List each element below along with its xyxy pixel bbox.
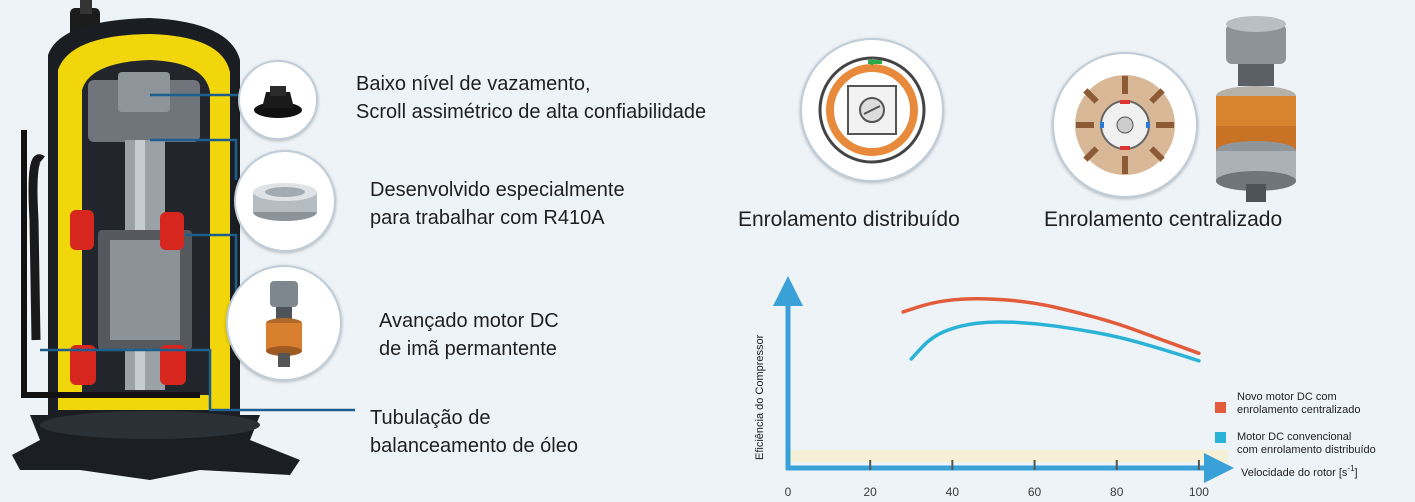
- callout-r410a-line-2: para trabalhar com R410A: [370, 207, 605, 229]
- chart-legend: Novo motor DC com enrolamento centraliza…: [1215, 391, 1376, 456]
- callout-oil: Tubulação de balanceamento de óleo: [370, 404, 578, 460]
- x-tick-label-0: 0: [785, 485, 792, 499]
- callout-motor: Avançado motor DC de imã permantente: [379, 307, 559, 363]
- centralized-winding-image: [1052, 52, 1198, 198]
- scroll-inset-image: [238, 60, 318, 140]
- callout-scroll-line-1: Baixo nível de vazamento,: [356, 73, 591, 95]
- series-line-conventional-motor: [909, 320, 1201, 363]
- motor-rotor-inset-image: [226, 265, 342, 381]
- x-tick-label-20: 20: [864, 485, 878, 499]
- x-tick-label-60: 60: [1028, 485, 1042, 499]
- bearing-inset-image: [234, 150, 336, 252]
- callout-scroll-line-2: Scroll assimétrico de alta confiabilidad…: [356, 101, 707, 123]
- callout-motor-line-1: Avançado motor DC: [379, 310, 559, 332]
- chart-bottom-band: [788, 450, 1228, 462]
- callout-r410a-line-1: Desenvolvido especialmente: [370, 179, 625, 201]
- series-line-new-motor: [901, 297, 1201, 356]
- caption-centralized: Enrolamento centralizado: [1044, 208, 1283, 231]
- legend-conventional-line-2: com enrolamento distribuído: [1237, 444, 1376, 456]
- callout-oil-line-2: balanceamento de óleo: [370, 435, 578, 457]
- callout-scroll: Baixo nível de vazamento, Scroll assimét…: [356, 70, 706, 126]
- legend-new-motor-line-2: enrolamento centralizado: [1237, 404, 1361, 416]
- caption-distributed: Enrolamento distribuído: [738, 208, 960, 231]
- y-axis-label: Eficiência do Compressor: [754, 334, 766, 460]
- x-axis-label: Velocidade do rotor [s-1]: [1241, 464, 1358, 479]
- callout-oil-line-1: Tubulação de: [370, 407, 491, 429]
- callout-r410a: Desenvolvido especialmente para trabalha…: [370, 176, 625, 232]
- x-tick-label-80: 80: [1110, 485, 1124, 499]
- legend-swatch-new-motor: [1215, 402, 1226, 413]
- compressor-cutaway-image: [12, 0, 300, 480]
- efficiency-chart: 0 20 40 60 80 100 Eficiência do Compressor Ve…: [754, 276, 1376, 499]
- x-axis-label-main: Velocidade do rotor [s: [1241, 467, 1348, 479]
- legend-swatch-conventional: [1215, 432, 1226, 443]
- distributed-winding-image: [800, 38, 944, 182]
- x-tick-label-40: 40: [946, 485, 960, 499]
- legend-conventional-line-1: Motor DC convencional: [1237, 431, 1351, 443]
- callout-motor-line-2: de imã permantente: [379, 338, 557, 360]
- callout-lines: [40, 93, 355, 412]
- x-axis-label-sup: -1: [1347, 464, 1355, 473]
- x-axis-label-end: ]: [1355, 467, 1358, 479]
- x-tick-label-100: 100: [1189, 485, 1209, 499]
- centralized-rotor-image: [1216, 16, 1296, 202]
- legend-new-motor-line-1: Novo motor DC com: [1237, 391, 1337, 403]
